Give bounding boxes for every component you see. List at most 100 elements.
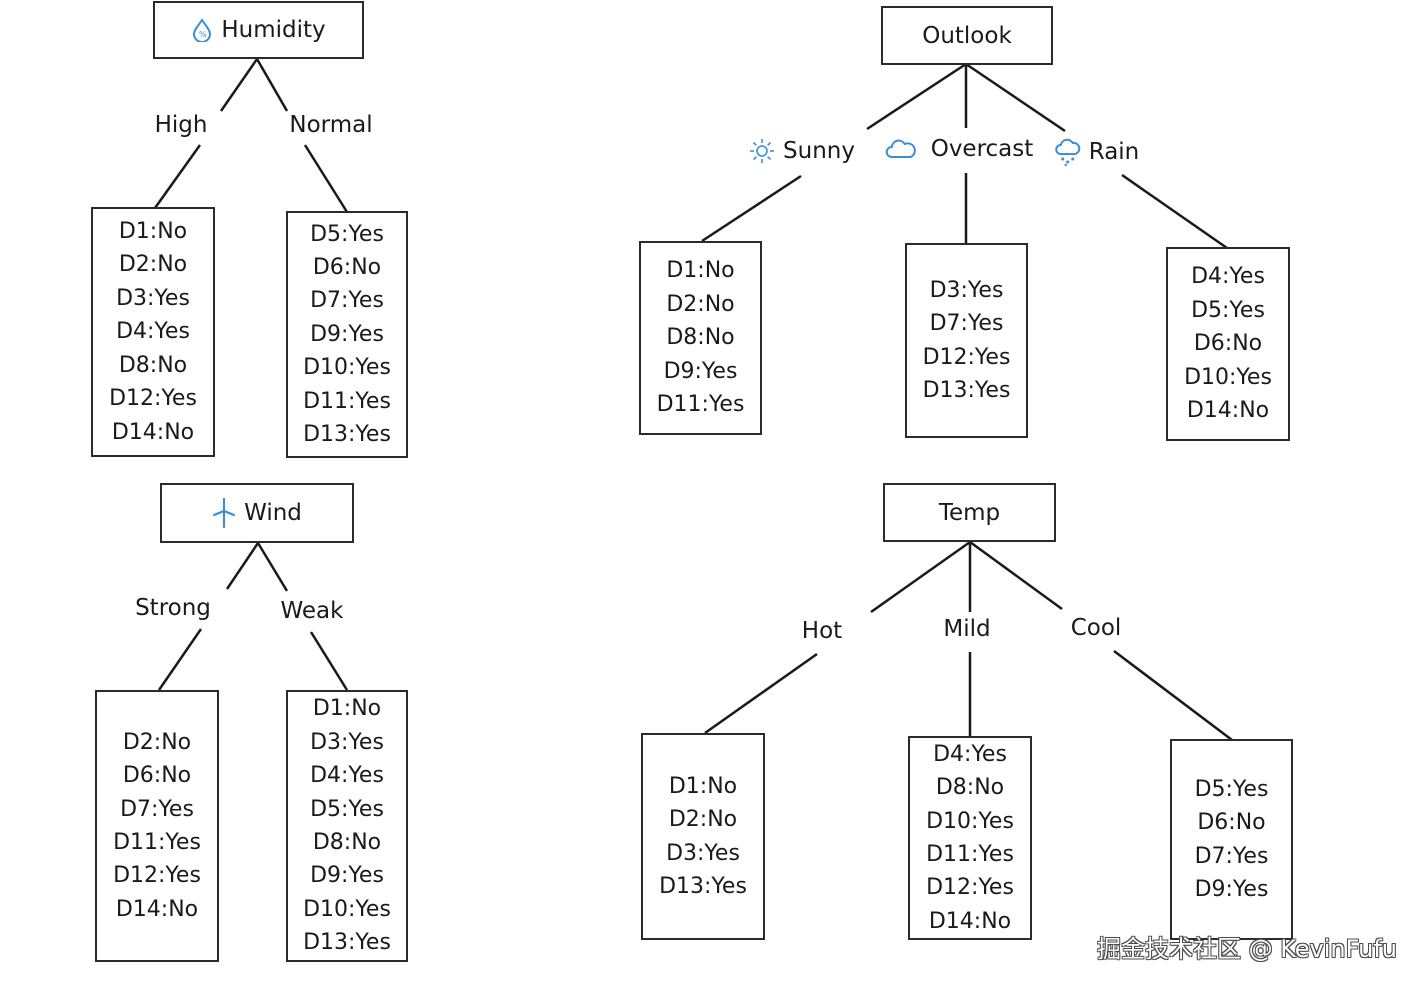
edge-outlook-sunny-upper xyxy=(866,62,967,131)
rain-cloud-icon xyxy=(1055,137,1081,167)
list-item: D11:Yes xyxy=(926,842,1014,867)
edge-outlook-rain-lower xyxy=(1121,173,1228,250)
list-item: D14:No xyxy=(115,896,199,922)
humidity-branch-normal-label: Normal xyxy=(289,112,373,138)
list-item: D13:Yes xyxy=(303,422,391,448)
temp-branch-hot-label: Hot xyxy=(801,618,843,644)
list-item: D1:No xyxy=(668,773,738,799)
list-item: D1:No xyxy=(118,219,188,245)
list-item: D3:Yes xyxy=(310,729,384,755)
list-item: D8:No xyxy=(118,352,188,378)
list-item: D9:Yes xyxy=(1194,876,1269,902)
humidity-title: Humidity xyxy=(221,17,326,43)
wind-weak-leaf: D1:No D3:Yes D4:Yes D5:Yes D8:No D9:Yes … xyxy=(286,690,408,962)
list-item: D9:Yes xyxy=(663,358,738,384)
sun-icon xyxy=(749,138,775,164)
list-item: D10:Yes xyxy=(303,355,391,381)
list-item: D2:No xyxy=(666,291,735,317)
outlook-branch-sunny-label: Sunny xyxy=(749,138,855,164)
list-item: D11:Yes xyxy=(656,392,745,418)
edge-temp-cool-lower xyxy=(1113,650,1233,741)
droplet-icon: % xyxy=(191,18,213,42)
list-item: D2:No xyxy=(668,807,738,833)
humidity-normal-leaf: D5:Yes D6:No D7:Yes D9:Yes D10:Yes D11:Y… xyxy=(286,211,408,458)
list-item: D2:No xyxy=(118,252,188,278)
wind-node: Wind xyxy=(160,483,354,543)
list-item: D7:Yes xyxy=(1194,843,1269,869)
list-item: D11:Yes xyxy=(113,830,201,855)
outlook-branch-overcast-label: Overcast xyxy=(885,136,1034,162)
list-item: D4:Yes xyxy=(310,763,384,789)
list-item: D6:No xyxy=(1197,810,1266,836)
list-item: D1:No xyxy=(666,258,735,284)
list-item: D4:Yes xyxy=(1191,264,1265,290)
list-item: D7:Yes xyxy=(310,288,384,314)
humidity-high-leaf: D1:No D2:No D3:Yes D4:Yes D8:No D12:Yes … xyxy=(91,207,215,457)
edge-humidity-normal-upper xyxy=(255,58,289,112)
outlook-branch-rain-text: Rain xyxy=(1088,139,1140,165)
wind-turbine-icon xyxy=(212,498,236,528)
edge-temp-cool-upper xyxy=(969,540,1063,611)
svg-text:%: % xyxy=(199,30,207,39)
list-item: D6:No xyxy=(122,763,192,789)
list-item: D3:Yes xyxy=(929,277,1004,303)
watermark: 掘金技术社区 @ KevinFufu xyxy=(1096,935,1397,963)
list-item: D6:No xyxy=(1193,331,1263,357)
list-item: D5:Yes xyxy=(310,796,384,822)
temp-title: Temp xyxy=(938,499,1001,526)
list-item: D11:Yes xyxy=(303,388,391,414)
humidity-node: % Humidity xyxy=(153,1,364,59)
outlook-branch-rain-label: Rain xyxy=(1055,137,1140,167)
list-item: D13:Yes xyxy=(659,873,747,899)
list-item: D4:Yes xyxy=(933,741,1007,767)
temp-mild-leaf: D4:Yes D8:No D10:Yes D11:Yes D12:Yes D14… xyxy=(908,736,1032,940)
outlook-branch-overcast-text: Overcast xyxy=(930,136,1034,162)
list-item: D7:Yes xyxy=(120,796,194,822)
list-item: D10:Yes xyxy=(303,896,391,922)
list-item: D8:No xyxy=(312,830,382,855)
wind-strong-leaf: D2:No D6:No D7:Yes D11:Yes D12:Yes D14:N… xyxy=(95,690,219,962)
edge-wind-strong-upper xyxy=(225,542,260,590)
edge-temp-hot-upper xyxy=(870,540,971,614)
list-item: D5:Yes xyxy=(1191,297,1265,323)
edge-humidity-normal-lower xyxy=(303,144,349,213)
edge-wind-strong-lower xyxy=(157,628,203,691)
list-item: D8:No xyxy=(666,325,735,351)
list-item: D14:No xyxy=(928,908,1012,934)
edge-outlook-sunny-lower xyxy=(701,174,802,243)
list-item: D13:Yes xyxy=(303,930,391,956)
list-item: D8:No xyxy=(935,775,1005,801)
edge-wind-weak-lower xyxy=(309,631,349,691)
edge-wind-weak-upper xyxy=(256,542,289,592)
edge-humidity-high-lower xyxy=(153,144,202,209)
list-item: D10:Yes xyxy=(926,808,1014,834)
wind-title: Wind xyxy=(244,500,302,526)
temp-node: Temp xyxy=(883,483,1056,542)
humidity-branch-high-label: High xyxy=(154,112,208,138)
list-item: D14:No xyxy=(1186,398,1270,424)
list-item: D3:Yes xyxy=(666,840,740,866)
list-item: D12:Yes xyxy=(922,344,1011,370)
outlook-rain-leaf: D4:Yes D5:Yes D6:No D10:Yes D14:No xyxy=(1166,247,1290,441)
temp-branch-mild-label: Mild xyxy=(943,616,991,642)
outlook-sunny-leaf: D1:No D2:No D8:No D9:Yes D11:Yes xyxy=(639,241,762,435)
list-item: D7:Yes xyxy=(929,311,1004,337)
list-item: D12:Yes xyxy=(926,875,1014,901)
outlook-node: Outlook xyxy=(881,6,1053,65)
edge-outlook-rain-upper xyxy=(965,62,1066,133)
outlook-title: Outlook xyxy=(922,22,1012,49)
wind-branch-strong-label: Strong xyxy=(135,595,211,621)
list-item: D1:No xyxy=(312,696,382,722)
list-item: D9:Yes xyxy=(310,863,384,889)
list-item: D13:Yes xyxy=(922,377,1011,403)
list-item: D12:Yes xyxy=(109,386,197,412)
list-item: D14:No xyxy=(111,419,195,445)
edge-humidity-high-upper xyxy=(219,58,259,112)
list-item: D5:Yes xyxy=(310,221,384,247)
list-item: D2:No xyxy=(122,729,192,755)
outlook-overcast-leaf: D3:Yes D7:Yes D12:Yes D13:Yes xyxy=(905,243,1028,438)
outlook-branch-sunny-text: Sunny xyxy=(783,138,855,164)
list-item: D9:Yes xyxy=(310,321,384,347)
edge-temp-hot-lower xyxy=(704,652,818,735)
